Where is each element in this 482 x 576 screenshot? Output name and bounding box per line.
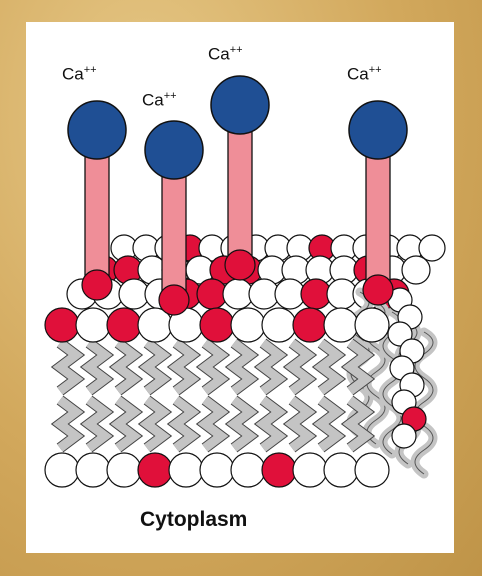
polar-head-red	[138, 453, 172, 487]
polar-head-red	[262, 453, 296, 487]
polar-head-red	[293, 308, 327, 342]
polar-head	[231, 453, 265, 487]
polar-head	[324, 453, 358, 487]
channel-anchor-head	[82, 270, 112, 300]
polar-head	[355, 453, 389, 487]
channel-anchor-head	[159, 285, 189, 315]
polar-head	[169, 453, 203, 487]
polar-head	[355, 308, 389, 342]
ca-label-3: Ca++	[208, 44, 243, 65]
polar-head	[76, 453, 110, 487]
calcium-ion-head	[145, 121, 203, 179]
ca-label-4: Ca++	[347, 64, 382, 85]
polar-head	[107, 453, 141, 487]
polar-head-red	[45, 308, 79, 342]
cytoplasm-label: Cytoplasm	[140, 508, 247, 532]
polar-head	[324, 308, 358, 342]
polar-head	[76, 308, 110, 342]
polar-head	[45, 453, 79, 487]
polar-head-red	[200, 308, 234, 342]
polar-head	[402, 256, 430, 284]
polar-head	[200, 453, 234, 487]
polar-head	[392, 424, 416, 448]
polar-head	[293, 453, 327, 487]
polar-head	[419, 235, 445, 261]
calcium-ion-head	[211, 76, 269, 134]
ca-label-1: Ca++	[62, 64, 97, 85]
calcium-ion-head	[68, 101, 126, 159]
polar-head	[262, 308, 296, 342]
polar-head	[231, 308, 265, 342]
polar-head-red	[107, 308, 141, 342]
channel-anchor-head	[363, 275, 393, 305]
channel-anchor-head	[225, 250, 255, 280]
calcium-ion-head	[349, 101, 407, 159]
ca-label-2: Ca++	[142, 90, 177, 111]
